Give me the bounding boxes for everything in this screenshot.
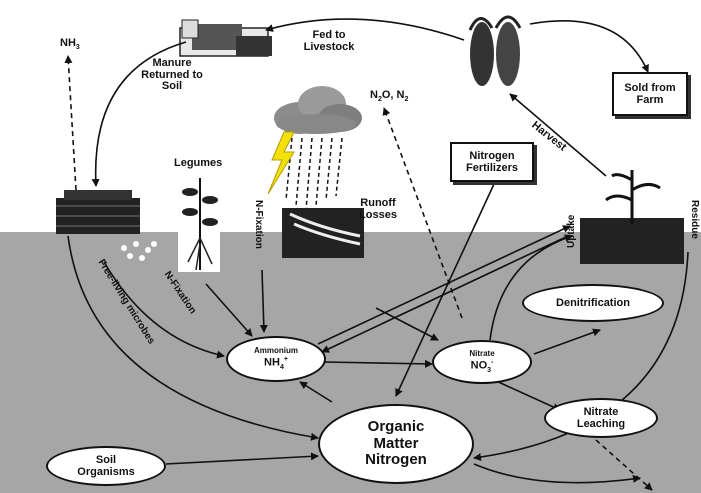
nh4-formula: NH4+ bbox=[264, 355, 288, 371]
nitrate-oval: Nitrate NO3- bbox=[432, 340, 532, 384]
runoff-ground bbox=[282, 208, 364, 258]
ammonium-oval: Ammonium NH4+ bbox=[226, 336, 326, 382]
arrow-ammonium-to-nitrate-b bbox=[375, 307, 439, 341]
manure-pile-icon bbox=[56, 190, 140, 234]
arrow-nfix-to-ammonium bbox=[259, 269, 268, 333]
runoff-label: Runoff Losses bbox=[359, 197, 397, 221]
arrow-om-to-leach bbox=[473, 463, 641, 484]
ammonium-label: Ammonium bbox=[254, 345, 298, 355]
arrow-manure-to-om bbox=[67, 235, 319, 441]
fed-label: Fed to Livestock bbox=[303, 29, 355, 53]
legumes-label: Legumes bbox=[174, 157, 223, 169]
arrow-ammonium-to-nitrate bbox=[323, 359, 433, 368]
arrow-nitrate-to-leaching bbox=[493, 379, 561, 411]
arrow-om-to-ammonium bbox=[299, 381, 333, 403]
soil-organisms-oval: Soil Organisms bbox=[46, 446, 166, 486]
denitrification-oval: Denitrification bbox=[522, 284, 664, 322]
n2o-label: N2O, N2 bbox=[370, 89, 409, 104]
arrow-ammonium-to-uptake bbox=[317, 225, 571, 345]
arrow-nitrate-to-uptake bbox=[489, 234, 573, 341]
corn-icon bbox=[468, 15, 522, 86]
arrow-corn-to-cow bbox=[265, 18, 465, 41]
arrow-uptake-to-ammonium bbox=[321, 235, 569, 353]
uptake-label: Uptake bbox=[566, 214, 577, 248]
crop-plant-icon bbox=[580, 170, 684, 264]
sold-box: Sold from Farm bbox=[612, 72, 688, 116]
nitrate-label: Nitrate bbox=[469, 348, 495, 358]
arrow-legumes-to-ammonium bbox=[205, 283, 253, 337]
organic-matter-oval: Organic Matter Nitrogen bbox=[318, 404, 474, 484]
arrow-corn-to-sold bbox=[529, 20, 649, 73]
arrow-leaching-down bbox=[595, 439, 653, 491]
nh3-label: NH3 bbox=[60, 37, 80, 52]
manure-label: Manure Returned to Soil bbox=[141, 57, 203, 93]
legume-plant-icon bbox=[178, 178, 220, 272]
arrow-nh3 bbox=[64, 55, 77, 191]
rain-lines bbox=[285, 137, 343, 211]
cloud-icon bbox=[274, 86, 362, 134]
n-fixation-vertical-label: N-Fixation bbox=[253, 200, 264, 249]
arrow-residue-to-om bbox=[473, 251, 689, 462]
arrow-microbes-to-ammonium bbox=[103, 261, 225, 359]
arrow-soilorg-to-om bbox=[165, 452, 319, 465]
arrow-nitrate-to-denit bbox=[533, 328, 601, 355]
arrow-harvest bbox=[509, 93, 607, 177]
fertilizers-box: Nitrogen Fertilizers bbox=[450, 142, 534, 182]
cow-icon bbox=[179, 19, 272, 57]
lightning-icon bbox=[267, 131, 295, 195]
no3-formula: NO3- bbox=[470, 358, 494, 374]
residue-label: Residue bbox=[689, 200, 700, 239]
arrow-cow-to-manure bbox=[91, 41, 187, 187]
arrow-fertilizer-to-om bbox=[395, 183, 495, 397]
soil-microbes-icon bbox=[121, 241, 157, 261]
nitrate-leaching-oval: Nitrate Leaching bbox=[544, 398, 658, 438]
cycle-arrows bbox=[64, 18, 689, 491]
